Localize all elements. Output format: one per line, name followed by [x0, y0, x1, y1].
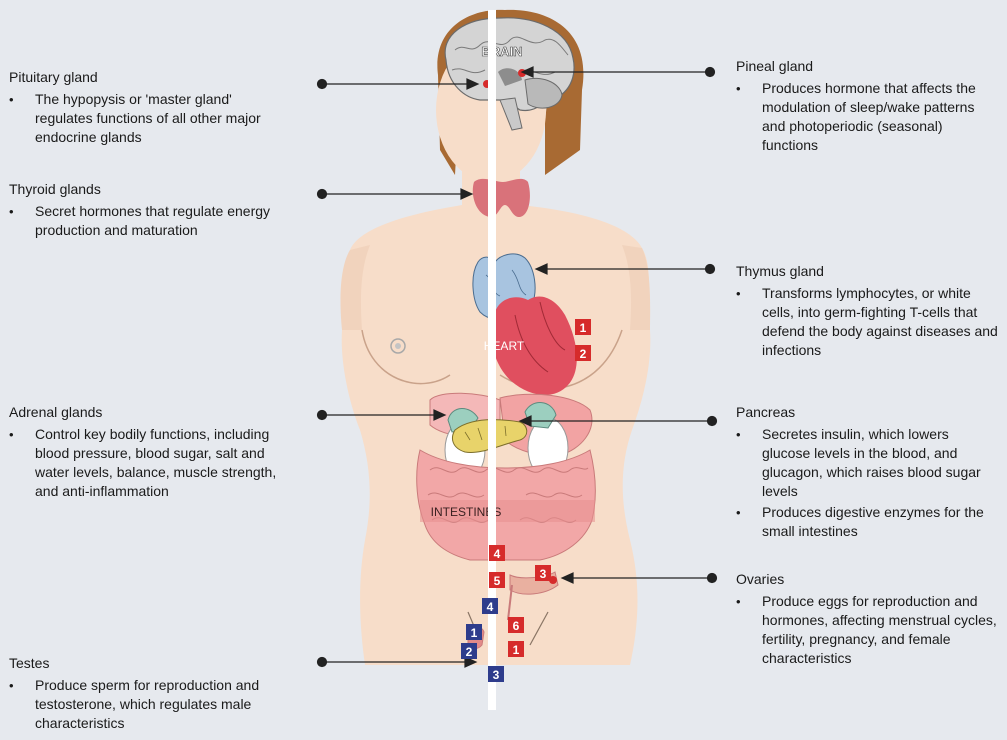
adrenal-label-block: Adrenal glands Control key bodily functi…: [9, 403, 294, 503]
pancreas-title: Pancreas: [736, 403, 998, 421]
svg-text:5: 5: [494, 574, 501, 588]
testes-title: Testes: [9, 654, 294, 672]
marker-red-heart-2: 2: [575, 345, 591, 361]
marker-red-heart-1: 1: [575, 319, 591, 335]
ovaries-bullet: Produce eggs for reproduction and hormon…: [736, 592, 1001, 668]
svg-text:1: 1: [471, 626, 478, 640]
pineal-title: Pineal gland: [736, 57, 998, 75]
thymus-bullet: Transforms lymphocytes, or white cells, …: [736, 284, 998, 360]
marker-red-5: 5: [489, 572, 505, 588]
marker-blue-4: 4: [482, 598, 498, 614]
testes-bullet: Produce sperm for reproduction and testo…: [9, 676, 294, 733]
thyroid-bullet: Secret hormones that regulate energy pro…: [9, 202, 289, 240]
thymus-title: Thymus gland: [736, 262, 998, 280]
thyroid-title: Thyroid glands: [9, 180, 289, 198]
svg-text:2: 2: [466, 645, 473, 659]
svg-text:2: 2: [580, 347, 587, 361]
ovaries-label-block: Ovaries Produce eggs for reproduction an…: [736, 570, 1001, 670]
marker-red-3: 3: [535, 565, 551, 581]
svg-text:3: 3: [540, 567, 547, 581]
pineal-label-block: Pineal gland Produces hormone that affec…: [736, 57, 998, 157]
svg-text:6: 6: [513, 619, 520, 633]
pineal-bullet: Produces hormone that affects the modula…: [736, 79, 998, 155]
testes-label-block: Testes Produce sperm for reproduction an…: [9, 654, 294, 735]
svg-text:3: 3: [493, 668, 500, 682]
adrenal-title: Adrenal glands: [9, 403, 294, 421]
svg-text:4: 4: [494, 547, 501, 561]
pituitary-bullet: The hypopysis or 'master gland' regulate…: [9, 90, 279, 147]
pancreas-bullet-2: Produces digestive enzymes for the small…: [736, 503, 998, 541]
marker-red-6: 6: [508, 617, 524, 633]
marker-red-4: 4: [489, 545, 505, 561]
svg-text:4: 4: [487, 600, 494, 614]
svg-text:1: 1: [580, 321, 587, 335]
svg-text:1: 1: [513, 643, 520, 657]
marker-blue-1: 1: [466, 624, 482, 640]
pancreas-bullet-1: Secretes insulin, which lowers glucose l…: [736, 425, 998, 501]
thyroid-label-block: Thyroid glands Secret hormones that regu…: [9, 180, 289, 242]
brain-label: BRAIN: [481, 44, 522, 59]
pancreas-label-block: Pancreas Secretes insulin, which lowers …: [736, 403, 998, 543]
ovaries-title: Ovaries: [736, 570, 1001, 588]
pituitary-title: Pituitary gland: [9, 68, 279, 86]
marker-red-1: 1: [508, 641, 524, 657]
marker-blue-2: 2: [461, 643, 477, 659]
thymus-label-block: Thymus gland Transforms lymphocytes, or …: [736, 262, 998, 362]
pituitary-label-block: Pituitary gland The hypopysis or 'master…: [9, 68, 279, 149]
adrenal-bullet: Control key bodily functions, including …: [9, 425, 294, 501]
marker-blue-3: 3: [488, 666, 504, 682]
